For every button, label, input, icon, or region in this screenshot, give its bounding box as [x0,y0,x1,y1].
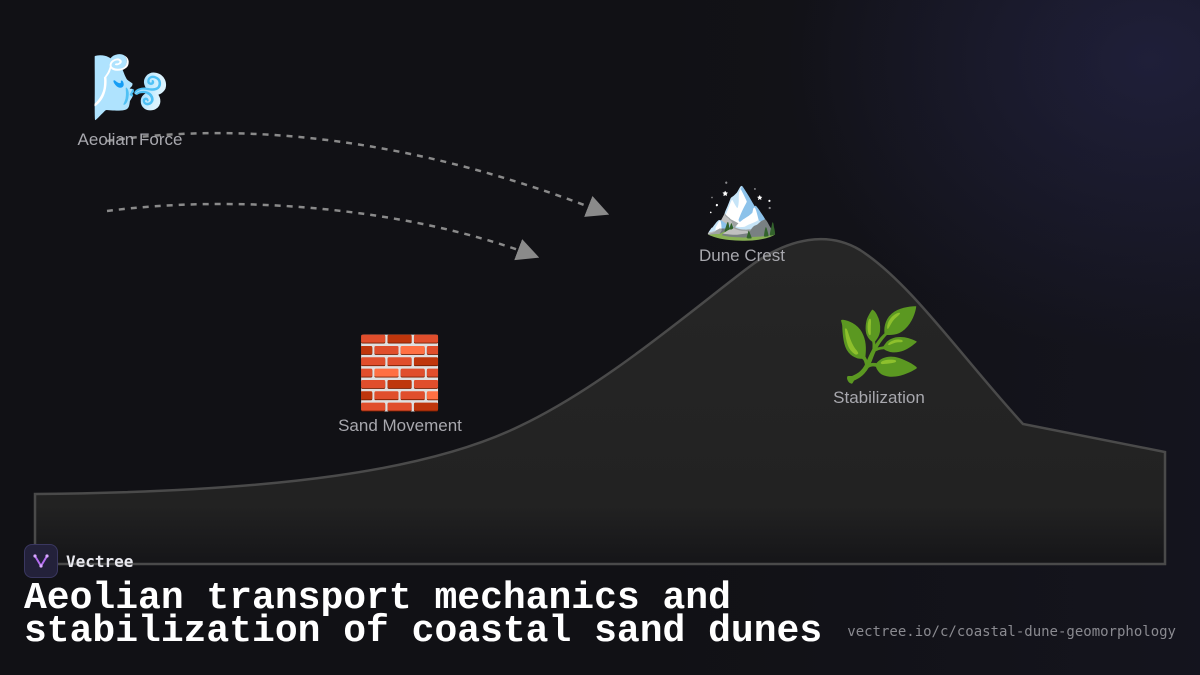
brick-icon: 🧱 [356,332,444,414]
source-url: vectree.io/c/coastal-dune-geomorphology [847,624,1176,640]
stabilization-node: 🌿 Stabilization [799,310,959,408]
dune-crest-node: 🏔️ Dune Crest [662,176,822,266]
wind-face-icon: 🌬️ [90,51,170,125]
brand: Vectree [24,544,133,578]
snow-capped-mountain-icon: 🏔️ [703,170,781,243]
sand-movement-node: 🧱 Sand Movement [320,338,480,436]
dune-crest-label: Dune Crest [699,246,785,265]
aeolian-force-node: 🌬️ Aeolian Force [50,56,210,150]
brand-name: Vectree [66,551,134,571]
herb-icon: 🌿 [835,304,923,386]
wind-flow-arrow-lower [106,202,540,261]
sand-movement-label: Sand Movement [338,416,462,435]
wind-flow-arrow-upper [106,131,610,217]
vectree-logo-icon [24,544,58,578]
stabilization-label: Stabilization [833,388,925,407]
page-title: Aeolian transport mechanics and stabiliz… [24,577,823,653]
aeolian-force-label: Aeolian Force [77,130,183,149]
dune-profile [33,237,1167,566]
